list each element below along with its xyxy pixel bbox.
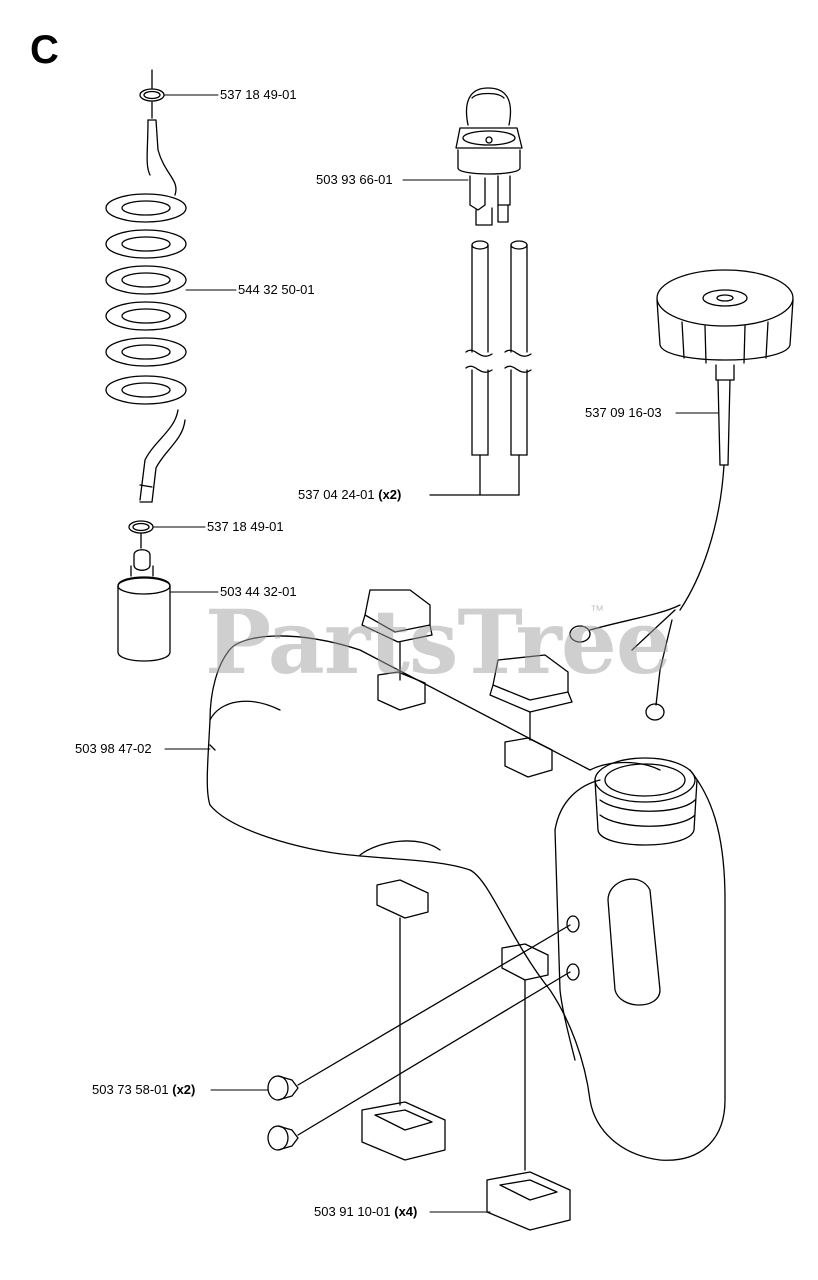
part-qty-9: (x2) — [172, 1082, 196, 1097]
part-label-10: 503 91 10-01 (x4) — [314, 1204, 418, 1219]
fuel-cap-icon — [569, 269, 794, 721]
tank-mount-top-icon — [361, 589, 573, 778]
o-ring-top-icon — [139, 69, 165, 119]
fuel-filter-icon — [117, 549, 171, 662]
part-label-3: 537 18 49-01 — [207, 519, 284, 534]
grommet-icon — [267, 924, 571, 1151]
part-label-8: 503 98 47-02 — [75, 741, 152, 756]
part-qty-10: (x4) — [394, 1204, 418, 1219]
part-label-9: 503 73 58-01 (x2) — [92, 1082, 196, 1097]
part-label-4: 503 44 32-01 — [220, 584, 297, 599]
part-label-2: 544 32 50-01 — [238, 282, 315, 297]
watermark-trademark: ™ — [590, 602, 604, 618]
tank-mount-bottom-icon — [361, 879, 571, 1231]
leader-lines — [152, 94, 719, 1213]
fuel-lines-icon — [429, 240, 532, 496]
fuel-hose-coil-icon — [105, 119, 187, 503]
fuel-tank-icon — [206, 635, 726, 1161]
o-ring-lower-icon — [128, 520, 154, 549]
part-qty-6: (x2) — [378, 487, 402, 502]
primer-bulb-icon — [455, 87, 523, 226]
part-label-1: 537 18 49-01 — [220, 87, 297, 102]
part-label-6: 537 04 24-01 (x2) — [298, 487, 402, 502]
watermark: PartsTree — [205, 590, 672, 694]
section-letter: C — [30, 28, 59, 72]
part-label-5: 503 93 66-01 — [316, 172, 393, 187]
part-label-7: 537 09 16-03 — [585, 405, 662, 420]
